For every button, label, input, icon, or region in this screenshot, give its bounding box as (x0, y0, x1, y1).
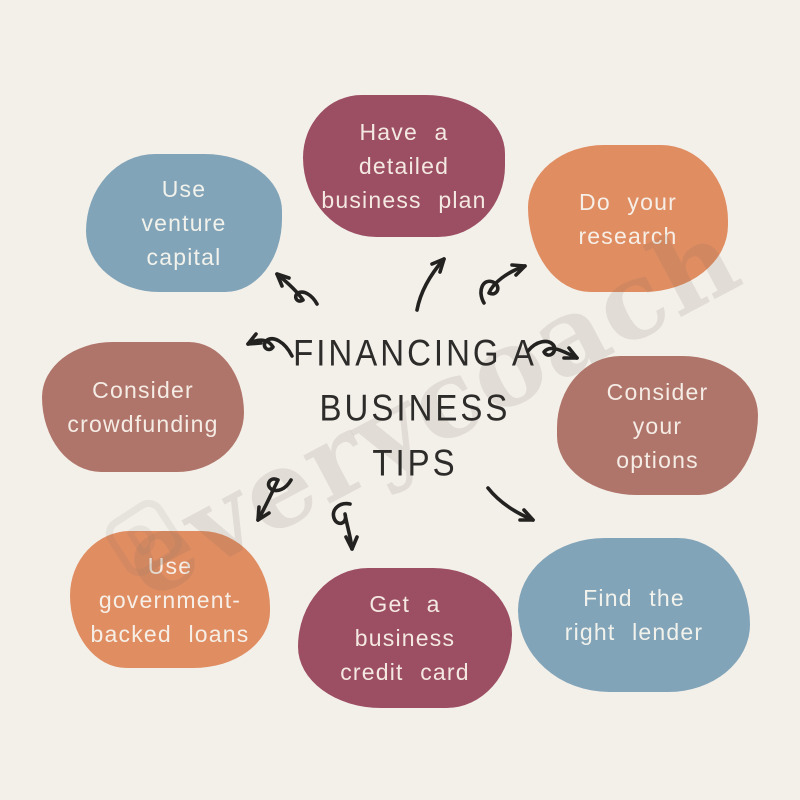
node-label-line: backed loans (90, 620, 250, 647)
title-line-3: TIPS (372, 441, 458, 484)
node-label-line: Consider (606, 378, 709, 405)
node-label-line: venture (141, 210, 227, 236)
node-consider-options: Consider your options (557, 356, 758, 495)
arrow-top (415, 257, 446, 312)
node-label-line: Find the (583, 585, 685, 611)
node-label-line: credit card (340, 659, 470, 685)
node-label-line: Consider (92, 377, 194, 403)
title-line-2: BUSINESS (319, 386, 511, 429)
node-crowdfunding: Consider crowdfunding (42, 342, 244, 472)
title-line-1: FINANCING A (293, 331, 537, 374)
node-credit-card: Get a business credit card (298, 568, 512, 708)
node-find-lender: Find the right lender (518, 538, 750, 692)
node-label-line: crowdfunding (67, 411, 219, 437)
node-label-line: Use (147, 552, 193, 579)
node-label-line: Have a (359, 119, 449, 145)
arrow-top-right (479, 263, 527, 305)
node-label-line: right lender (564, 619, 704, 645)
node-venture-capital: Use venture capital (86, 154, 282, 292)
diagram-title: FINANCING A BUSINESS TIPS (270, 325, 560, 490)
node-label-line: detailed (358, 153, 450, 179)
node-label-line: research (578, 222, 678, 249)
node-gov-loans: Use government- backed loans (70, 531, 270, 668)
node-business-plan: Have a detailed business plan (303, 95, 505, 237)
node-label-line: Do your (579, 188, 677, 215)
node-label-line: options (616, 446, 699, 473)
arrow-bottom (331, 501, 359, 551)
node-label-line: business plan (321, 187, 487, 213)
node-label-line: capital (146, 244, 222, 270)
node-label-line: your (632, 412, 683, 439)
node-do-research: Do your research (528, 145, 728, 292)
node-label-line: Get a (369, 591, 441, 617)
arrow-top-left (275, 272, 319, 306)
node-label-line: Use (161, 176, 207, 202)
node-label-line: business (354, 625, 456, 651)
node-label-line: government- (98, 586, 242, 613)
